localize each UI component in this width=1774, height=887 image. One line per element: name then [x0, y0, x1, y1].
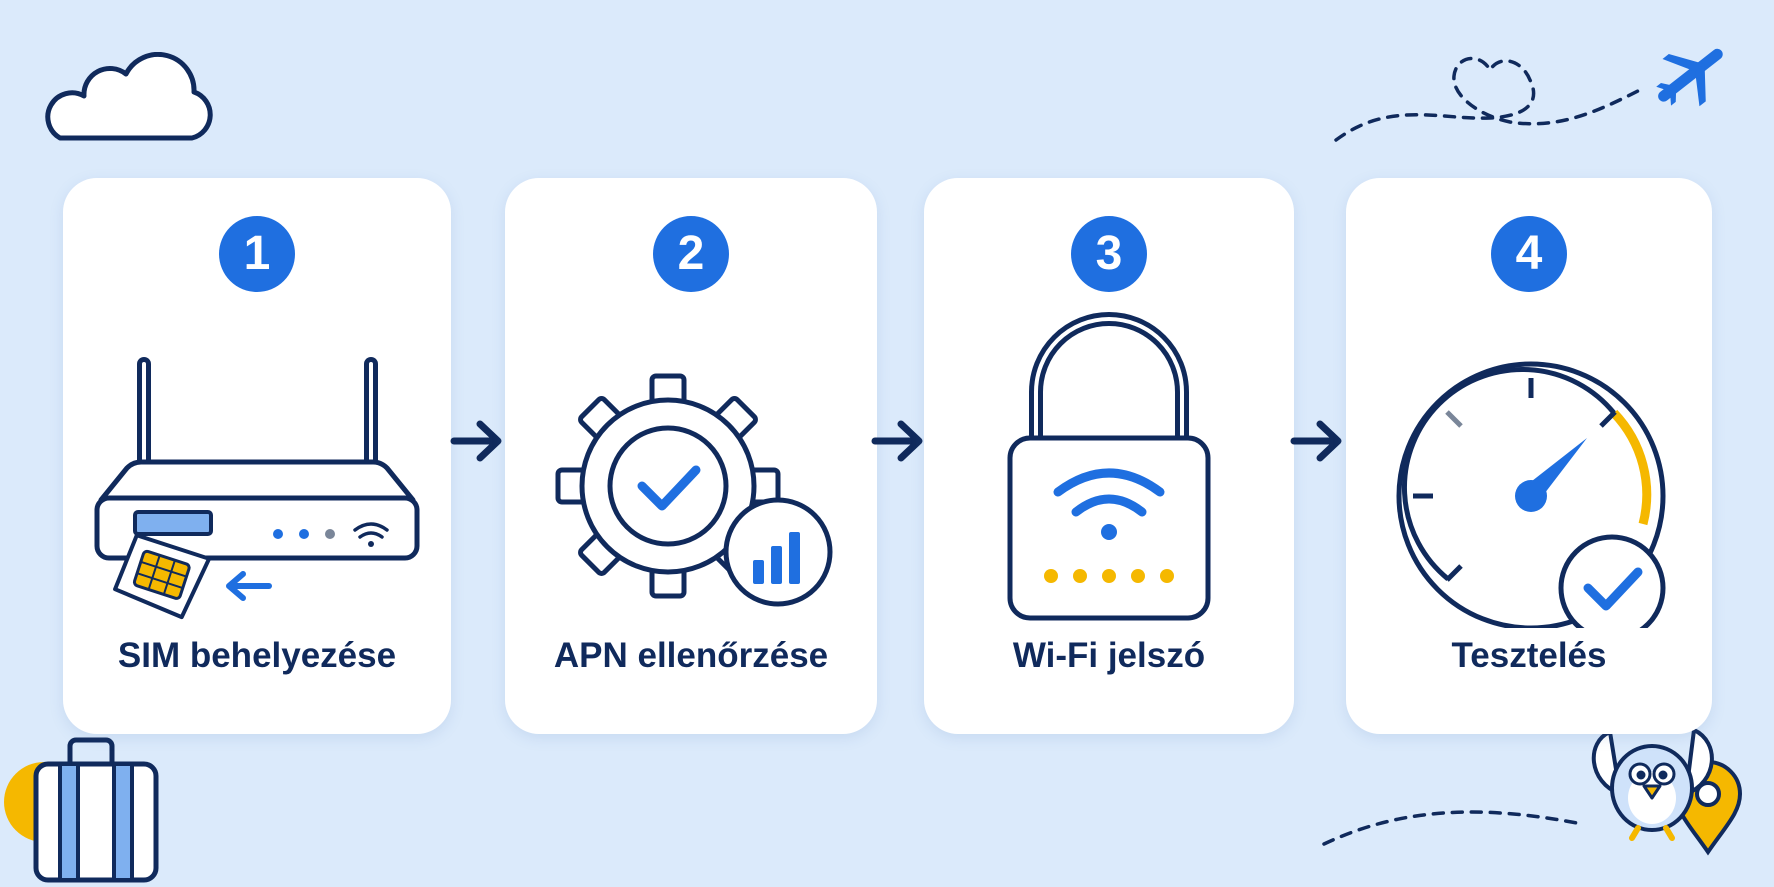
step-card-1: 1 SIM behelyezése: [63, 178, 451, 734]
step-label: SIM behelyezése: [117, 636, 397, 675]
gear-check-signal-icon: [555, 373, 833, 607]
arrow-right-icon: [1290, 420, 1342, 462]
step-card-3: 3 Wi-Fi jelszó: [924, 178, 1294, 734]
arrow-right-icon: [871, 420, 923, 462]
speedometer-check-icon: [1396, 361, 1666, 628]
step-number-badge: 4: [1491, 216, 1567, 292]
step-number-badge: 2: [653, 216, 729, 292]
suitcase-icon: [4, 737, 159, 883]
cloud-icon: [45, 52, 213, 141]
step-number-badge: 1: [219, 216, 295, 292]
step-card-2: 2 APN ellenőrzése: [505, 178, 877, 734]
step-label: Tesztelés: [1451, 636, 1607, 675]
step-card-4: 4 Tesztelés: [1346, 178, 1712, 734]
dashed-heart-path-icon: [1334, 56, 1642, 142]
arrow-right-icon: [450, 420, 502, 462]
router-sim-icon: [94, 357, 420, 620]
bird-mascot-icon: [1591, 728, 1714, 841]
dashed-path-bottom: [1322, 810, 1584, 846]
step-label: Wi-Fi jelszó: [1012, 636, 1206, 675]
step-number-badge: 3: [1071, 216, 1147, 292]
airplane-icon: [1656, 48, 1723, 107]
step-label: APN ellenőrzése: [553, 636, 829, 675]
padlock-wifi-icon: [1007, 312, 1211, 621]
